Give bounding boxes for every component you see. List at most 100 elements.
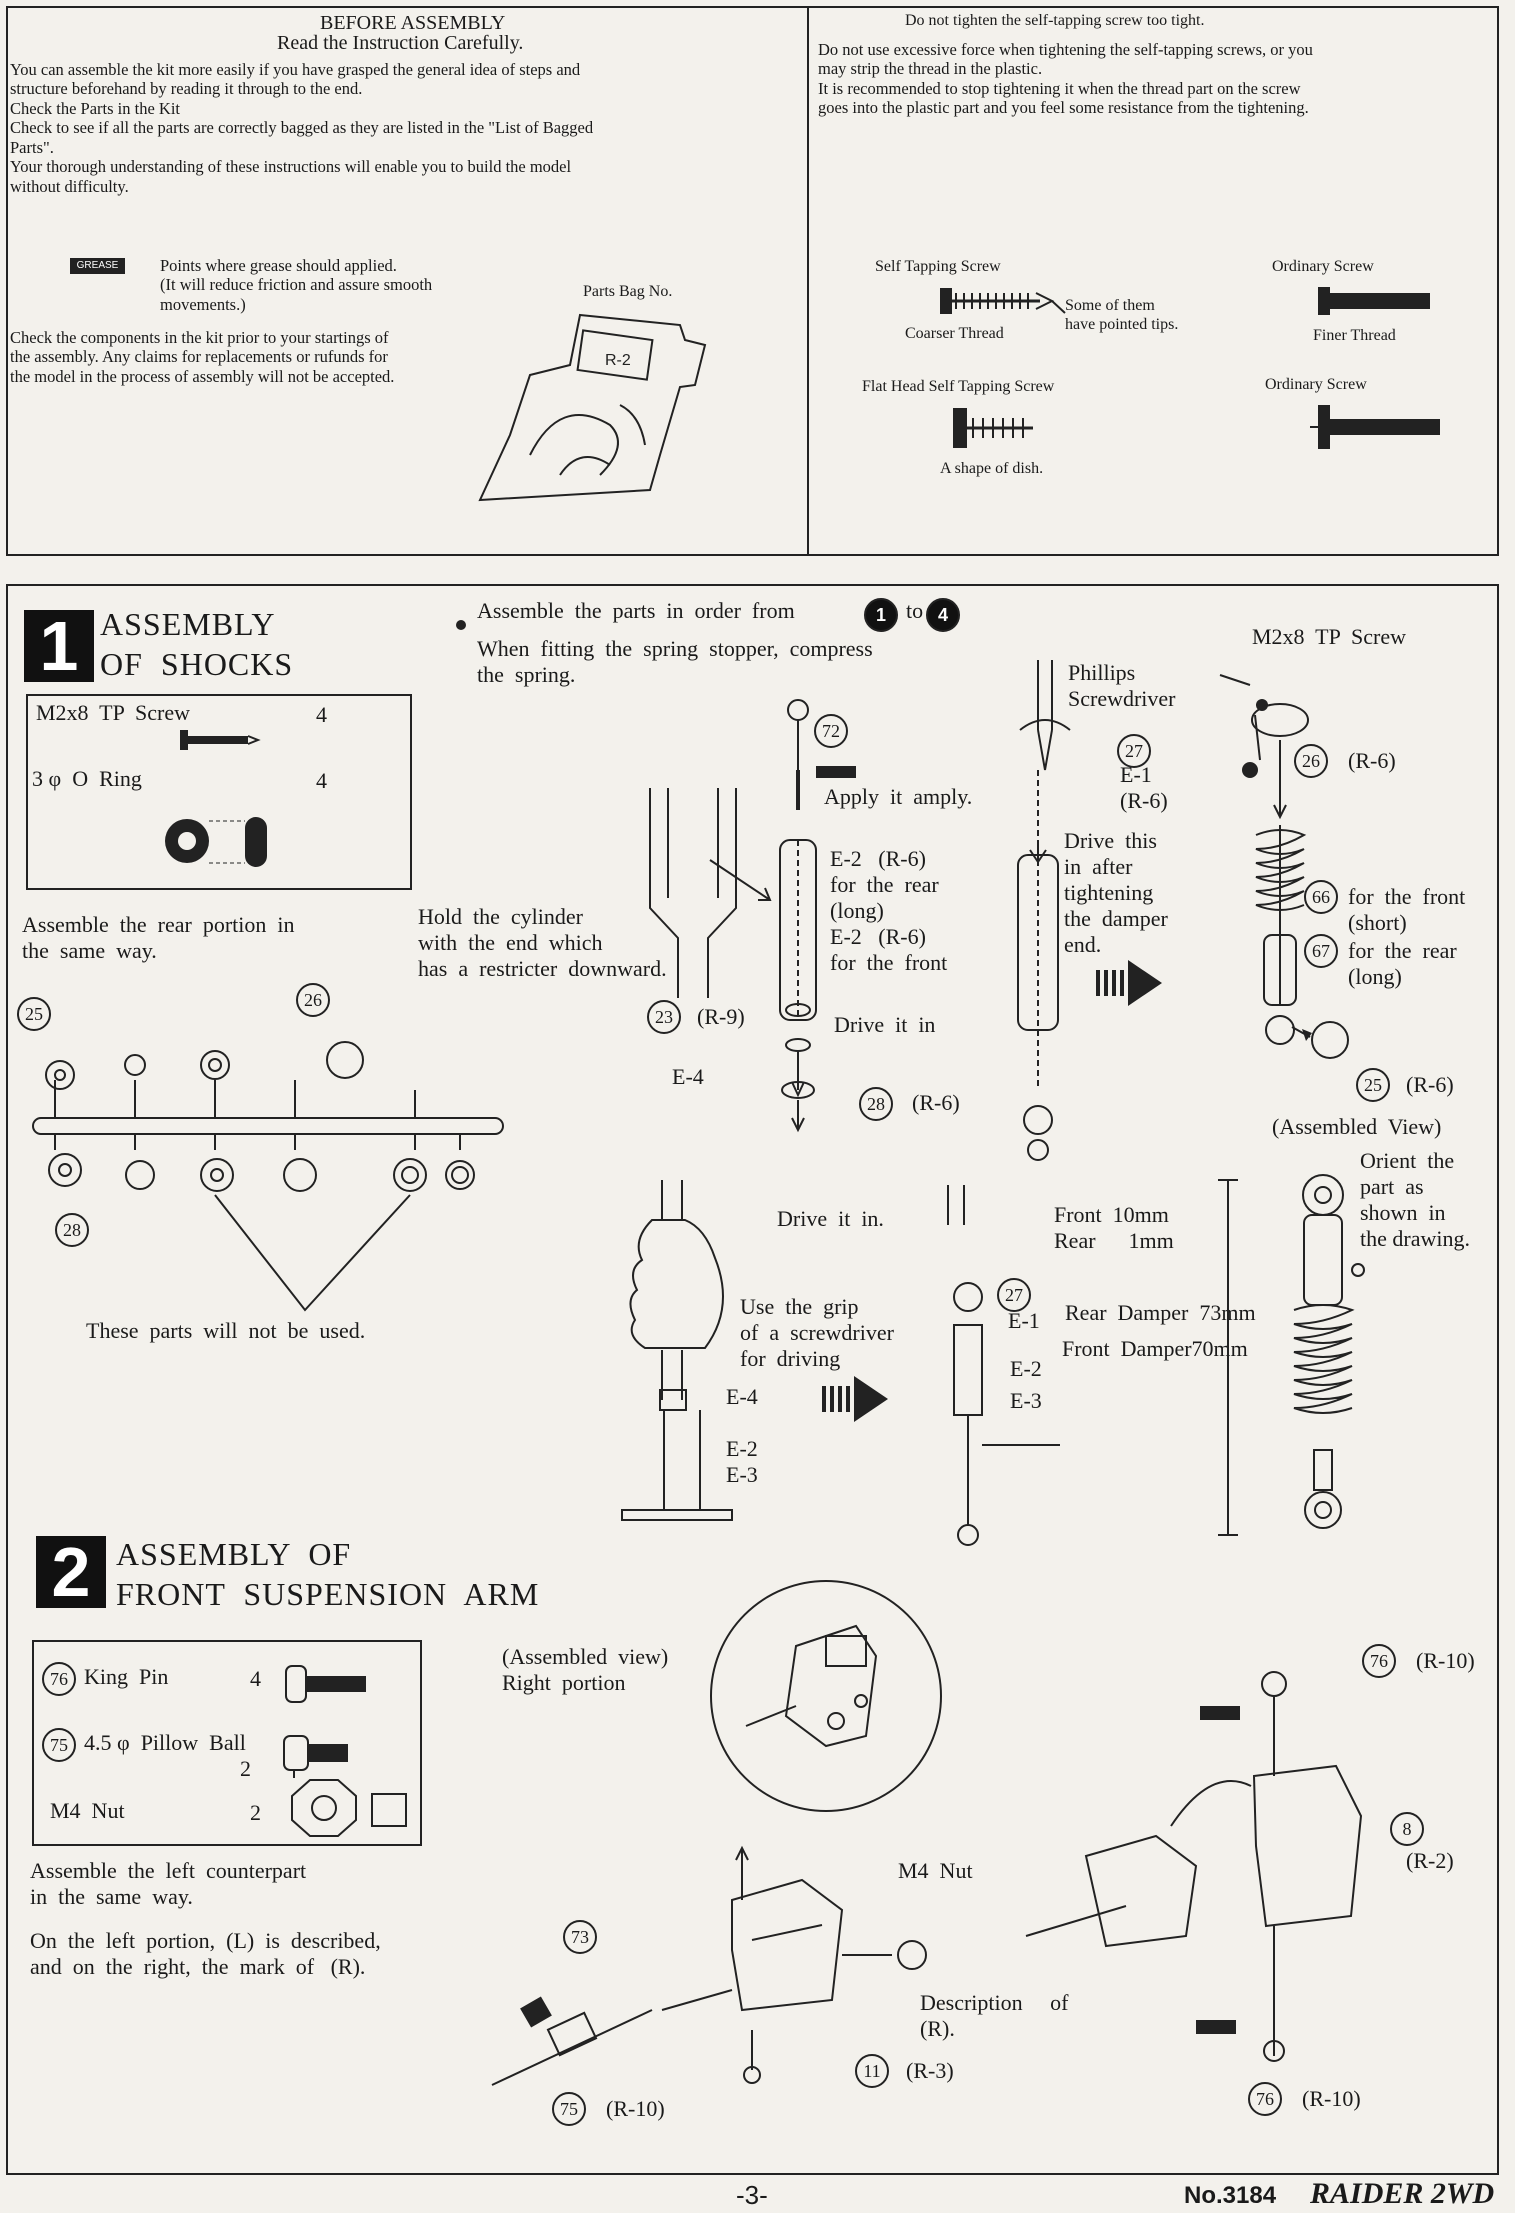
order-to-badge: 4 — [926, 598, 960, 632]
callout-8: 8 — [1390, 1812, 1424, 1846]
ordinary-label-1: Ordinary Screw — [1272, 258, 1374, 275]
callout-25-spring: 25 — [1356, 1068, 1390, 1102]
e4-label: E-4 — [672, 1064, 704, 1089]
hold-note: Hold the cylinder with the end which has… — [418, 904, 667, 981]
step-1-parts-box — [26, 694, 412, 890]
lr-note: On the left portion, (L) is described, a… — [30, 1928, 381, 1979]
callout-66: 66 — [1304, 880, 1338, 914]
step-1-part-1-qty: 4 — [316, 702, 327, 727]
grip-note: Use the grip of a screwdriver for drivin… — [740, 1294, 894, 1371]
callout-25-sprue: 25 — [17, 997, 51, 1031]
e1-label: E-1 — [1008, 1308, 1040, 1333]
e2-e3-label: E-2 E-3 — [726, 1436, 758, 1487]
screw-warning: Do not tighten the self-tapping screw to… — [905, 12, 1205, 29]
grease-note: Points where grease should applied. (It … — [160, 256, 433, 314]
drive-it-in-label: Drive it in. — [777, 1206, 884, 1231]
left-counterpart-note: Assemble the left counterpart in the sam… — [30, 1858, 307, 1909]
step-1-part-1-name: M2x8 TP Screw — [36, 700, 190, 725]
m4-nut-icon — [291, 1779, 407, 1837]
r2-label: (R-2) — [1406, 1848, 1454, 1873]
assembled-view-label: (Assembled View) — [1272, 1114, 1442, 1139]
check-note: Check the components in the kit prior to… — [10, 328, 395, 386]
assembled-shock — [1218, 1174, 1365, 1536]
pointed-label: Some of them have pointed tips. — [1065, 297, 1179, 333]
hand-press-illustration — [621, 1180, 733, 1521]
king-pin-icon — [285, 1665, 366, 1703]
callout-23: 23 — [647, 1000, 681, 1034]
callout-27-top: 27 — [1117, 734, 1151, 768]
e3-label: E-3 — [1010, 1388, 1042, 1413]
grease-icon: GREASE — [70, 258, 125, 274]
step-2-part-2-name: 4.5 φ Pillow Ball — [84, 1730, 246, 1755]
step-2-title: ASSEMBLY OF FRONT SUSPENSION ARM — [116, 1536, 540, 1612]
self-tapping-screw-icon — [940, 288, 1066, 314]
r10-label-bottom: (R-10) — [1302, 2086, 1361, 2111]
rear-long-note: for the rear (long) — [1348, 938, 1457, 989]
shock-stack-4 — [947, 1185, 1060, 1546]
before-title: BEFORE ASSEMBLY — [320, 12, 506, 34]
before-intro: You can assemble the kit more easily if … — [10, 60, 594, 196]
r10-label-top: (R-10) — [1416, 1648, 1475, 1673]
callout-72: 72 — [814, 714, 848, 748]
e2-note: E-2 (R-6) for the rear (long) E-2 (R-6) … — [830, 846, 948, 975]
ordinary-screw-icon-2 — [1310, 405, 1440, 449]
compress-note: When fitting the spring stopper, compres… — [477, 636, 873, 687]
m2x8-label: M2x8 TP Screw — [1252, 624, 1406, 649]
flat-head-screw-icon — [953, 408, 1033, 448]
r10-label-75: (R-10) — [606, 2096, 665, 2121]
shock-stack-2 — [1017, 660, 1071, 1161]
screw-warning-body: Do not use excessive force when tighteni… — [818, 40, 1313, 118]
callout-28: 28 — [859, 1087, 893, 1121]
o-ring-icon — [165, 817, 267, 867]
callout-76-bottom: 76 — [1248, 2082, 1282, 2116]
arrow-into-cylinder — [709, 859, 772, 901]
grease-icon-bottom — [1196, 2020, 1236, 2034]
order-instruction: Assemble the parts in order from — [477, 598, 795, 623]
step-2-part-3-qty: 2 — [250, 1800, 261, 1825]
step-1-number: 1 — [24, 610, 94, 682]
step-2-part-1-num: 76 — [42, 1662, 76, 1696]
order-to: to — [906, 598, 924, 623]
front-short-note: for the front (short) — [1348, 884, 1466, 935]
unused-parts-sprue — [32, 1041, 504, 1312]
description-note: Description of (R). — [920, 1990, 1069, 2041]
parts-bag-label: Parts Bag No. — [583, 283, 673, 300]
ordinary-label-2: Ordinary Screw — [1265, 376, 1367, 393]
step-2-part-2-qty: 2 — [240, 1756, 251, 1781]
step-2-number: 2 — [36, 1536, 106, 1608]
callout-76-top: 76 — [1362, 1644, 1396, 1678]
shock-stack-3 — [1219, 674, 1349, 1059]
assembled-view-label-2: (Assembled view) Right portion — [502, 1644, 669, 1695]
grease-icon-step1 — [816, 766, 856, 778]
orient-note: Orient the part as shown in the drawing. — [1360, 1148, 1470, 1251]
arm-exploded-right — [1025, 1671, 1363, 2062]
e1-r6-label: E-1 (R-6) — [1120, 762, 1168, 813]
front-rear-mm: Front 10mm Rear 1mm — [1054, 1202, 1174, 1253]
bullet — [456, 620, 466, 630]
arrow-right-2 — [822, 1376, 888, 1422]
r6-label-28: (R-6) — [912, 1090, 960, 1115]
apply-note: Apply it amply. — [824, 784, 973, 809]
e4-label-2: E-4 — [726, 1384, 758, 1409]
tp-screw-icon — [180, 730, 261, 750]
shock-stack-1 — [779, 699, 817, 1133]
m4-nut-label: M4 Nut — [898, 1858, 973, 1883]
r9-label: (R-9) — [697, 1004, 745, 1029]
model-number: No.3184 — [1184, 2182, 1277, 2209]
parts-bag-illustration: R-2 — [478, 313, 707, 502]
callout-27-bottom: 27 — [997, 1278, 1031, 1312]
finer-label: Finer Thread — [1313, 327, 1396, 344]
drive-in-label: Drive it in — [834, 1012, 936, 1037]
callout-26-sprue: 26 — [296, 983, 330, 1017]
flat-head-label: Flat Head Self Tapping Screw — [862, 378, 1055, 395]
callout-11: 11 — [855, 2054, 889, 2088]
model-name: RAIDER 2WD — [1310, 2177, 1495, 2210]
self-tapping-label: Self Tapping Screw — [875, 258, 1001, 275]
main-instructions-panel — [6, 584, 1499, 2175]
before-subtitle: Read the Instruction Carefully. — [277, 32, 524, 54]
page-number: -3- — [736, 2180, 768, 2210]
front-damper-label: Front Damper70mm — [1062, 1336, 1248, 1361]
unused-note: These parts will not be used. — [86, 1318, 366, 1343]
e2-label: E-2 — [1010, 1356, 1042, 1381]
order-from-badge: 1 — [864, 598, 898, 632]
